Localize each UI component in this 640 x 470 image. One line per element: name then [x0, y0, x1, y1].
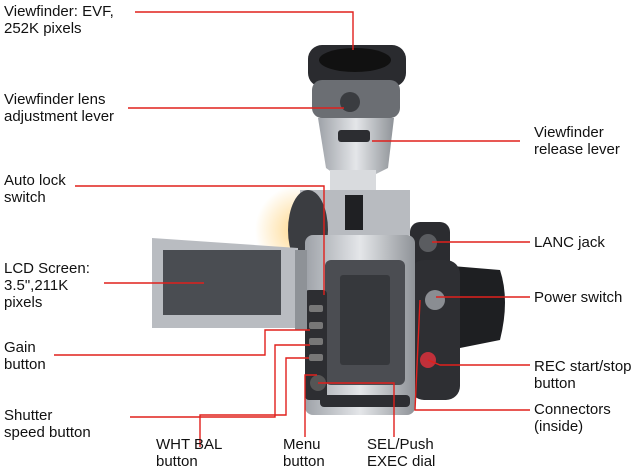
- leader-lines: [54, 11, 530, 447]
- label-shutter-speed-button: Shutter speed button: [4, 407, 91, 441]
- leader-whtbal: [199, 357, 309, 447]
- label-menu-button: Menu button: [283, 436, 325, 470]
- auto-lock-part: [345, 195, 363, 230]
- menu-btn-shape: [309, 354, 323, 361]
- leader-sel-dial: [318, 382, 395, 437]
- gain-btn-shape: [309, 305, 323, 312]
- leader-viewfinder-evf: [135, 11, 354, 50]
- viewfinder-base: [330, 170, 376, 190]
- label-gain-button: Gain button: [4, 339, 46, 373]
- whtbal-btn-shape: [309, 338, 323, 345]
- leader-auto-lock: [75, 185, 325, 295]
- label-power-switch: Power switch: [534, 289, 623, 306]
- lcd-hinge: [295, 250, 307, 330]
- shutter-btn-shape: [309, 322, 323, 329]
- label-viewfinder-release-lever: Viewfinder release lever: [534, 124, 620, 158]
- leader-menu: [304, 374, 317, 437]
- leader-rec: [427, 359, 530, 366]
- release-lever: [338, 130, 370, 142]
- label-lanc-jack: LANC jack: [534, 234, 605, 251]
- label-lcd-screen: LCD Screen: 3.5",211K pixels: [4, 260, 90, 311]
- leader-shutter: [130, 344, 310, 418]
- leader-connectors: [414, 299, 530, 411]
- label-connectors-inside: Connectors (inside): [534, 401, 611, 435]
- label-rec-start-stop-button: REC start/stop button: [534, 358, 632, 392]
- eyecup-opening: [319, 48, 391, 72]
- label-sel-push-exec-dial: SEL/Push EXEC dial: [367, 436, 436, 470]
- viewfinder-tube: [318, 118, 394, 178]
- leader-gain: [54, 329, 310, 356]
- bottom-panel: [320, 395, 410, 407]
- label-auto-lock-switch: Auto lock switch: [4, 172, 66, 206]
- lanc-jack-cap: [419, 234, 437, 252]
- lens-adjust-knob: [340, 92, 360, 112]
- label-wht-bal-button: WHT BAL button: [156, 436, 223, 470]
- label-viewfinder-evf: Viewfinder: EVF, 252K pixels: [4, 3, 114, 37]
- power-dial: [425, 290, 445, 310]
- battery-contacts: [340, 275, 390, 365]
- label-viewfinder-lens-lever: Viewfinder lens adjustment lever: [4, 91, 115, 125]
- hand-grip: [410, 260, 460, 400]
